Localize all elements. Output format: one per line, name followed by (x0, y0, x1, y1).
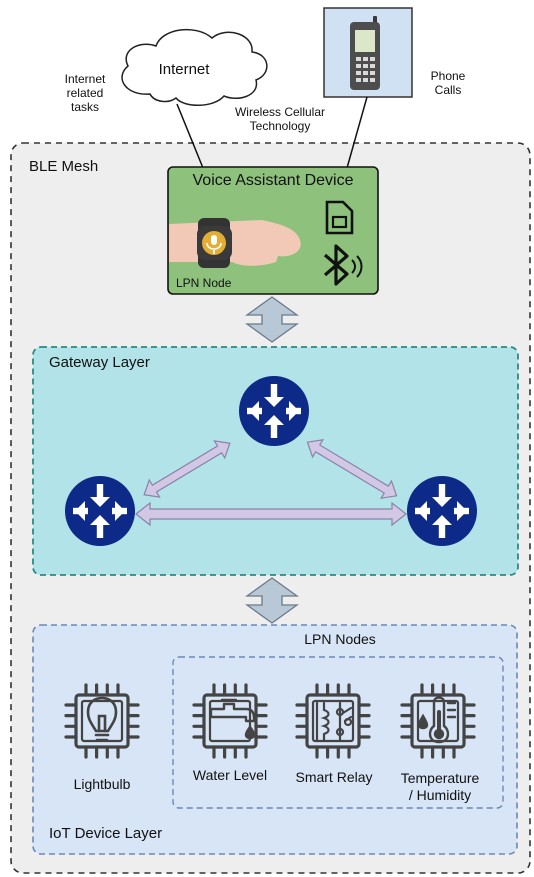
gateway-iot-arrow (244, 577, 300, 624)
internet-cloud-icon (121, 28, 268, 106)
iot-layer-title: IoT Device Layer (49, 825, 163, 842)
relay-chip-icon (295, 683, 371, 759)
iot-device-layer-region (32, 624, 518, 855)
device-label-lightbulb: Lightbulb (73, 776, 131, 792)
thermometer-chip-icon (400, 683, 476, 759)
sim-card-icon (325, 200, 354, 235)
router-icon-right (407, 476, 477, 546)
router-icon-left (65, 476, 135, 546)
wireless-label: Wireless Cellular Technology (234, 105, 326, 134)
phone-calls-label: Phone Calls (430, 69, 466, 98)
cloud-label: Internet (158, 61, 210, 78)
lightbulb-chip-icon (64, 683, 140, 759)
device-label-temperature-humidity: Temperature / Humidity (400, 770, 480, 803)
device-label-smart-relay: Smart Relay (295, 769, 373, 785)
gateway-layer-title: Gateway Layer (49, 354, 150, 371)
lpn-node-label: LPN Node (176, 276, 232, 290)
faucet-chip-icon (192, 683, 268, 759)
internet-tasks-label: Internet related tasks (64, 72, 106, 115)
double-arrow-right-link (306, 439, 398, 499)
ble-mesh-title: BLE Mesh (29, 158, 99, 175)
lpn-nodes-title: LPN Nodes (304, 631, 376, 647)
device-label-water-level: Water Level (192, 767, 268, 783)
internet-link-line (176, 103, 204, 169)
wrist-watch-icon (169, 218, 301, 268)
voice-assistant-title: Voice Assistant Device (192, 172, 354, 189)
phone-link-line (346, 96, 368, 169)
double-arrow-left-link (143, 440, 231, 498)
phone-icon (323, 7, 413, 98)
voice-gateway-arrow (244, 296, 300, 343)
bluetooth-icon (323, 244, 363, 286)
router-icon-top (239, 376, 309, 446)
lpn-nodes-group (172, 656, 504, 809)
double-arrow-bottom-link (135, 501, 407, 527)
